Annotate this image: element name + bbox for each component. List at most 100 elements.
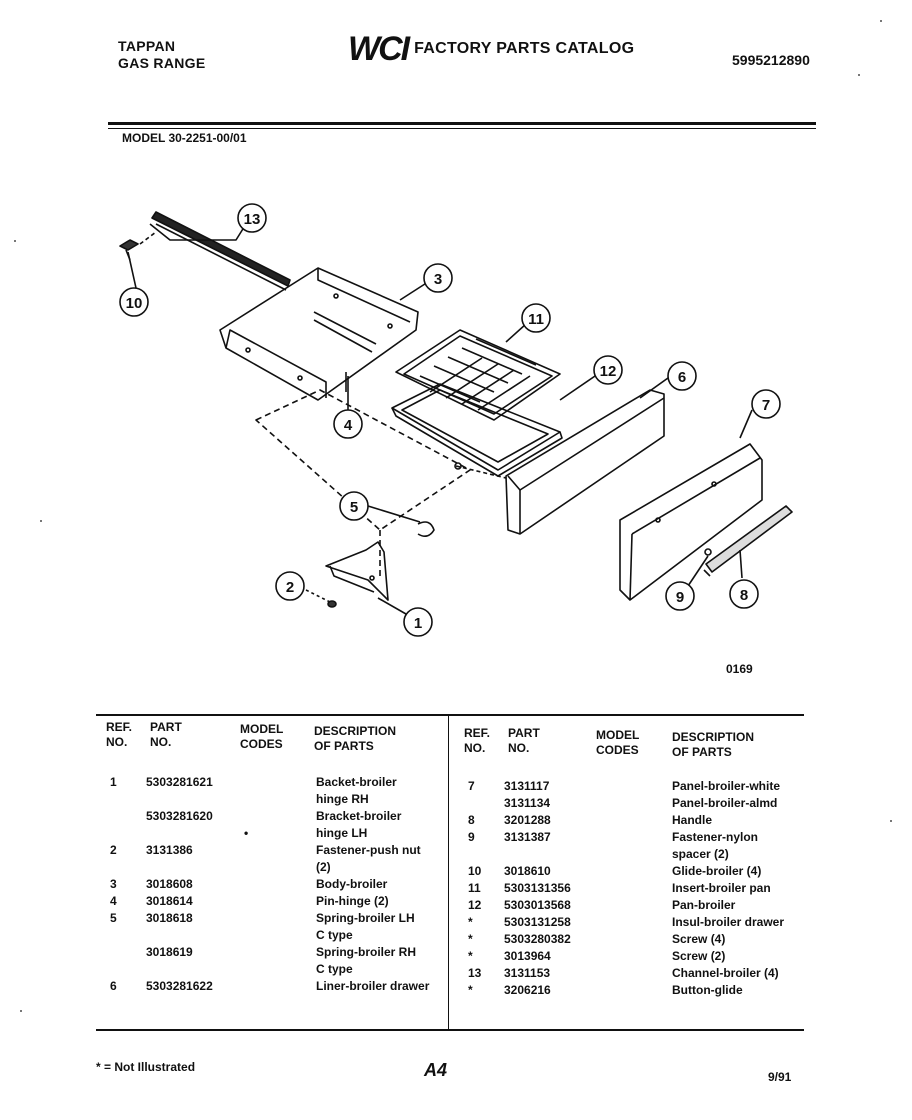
callout-8: 8: [729, 579, 759, 609]
brand-block: TAPPAN GAS RANGE: [118, 38, 206, 72]
part-cell: 5303013568: [504, 898, 571, 912]
header-model-l1: MODEL: [240, 722, 284, 736]
header-desc-l2: OF PARTS: [314, 739, 374, 753]
desc-cell: hinge LH: [316, 826, 368, 840]
header-rule-thin: [108, 128, 816, 129]
part-10-glide: [119, 231, 157, 261]
desc-cell: Button-glide: [672, 983, 743, 997]
table-divider: [448, 716, 449, 1029]
ref-cell: 13: [468, 966, 482, 980]
part-cell: 5303281621: [146, 775, 213, 789]
svg-text:9: 9: [676, 589, 684, 606]
brand-name: TAPPAN: [118, 38, 176, 54]
svg-text:4: 4: [344, 417, 353, 434]
catalog-title: FACTORY PARTS CATALOG: [414, 40, 635, 57]
desc-cell: Glide-broiler (4): [672, 864, 762, 878]
svg-text:8: 8: [740, 587, 748, 604]
svg-text:12: 12: [600, 363, 617, 380]
part-12-pan: [391, 383, 563, 477]
part-2-nut: [305, 589, 337, 608]
not-illustrated-note: * = Not Illustrated: [96, 1060, 196, 1074]
header-ref-right-l2: NO.: [464, 741, 486, 755]
part-13-channel: [151, 211, 291, 291]
scan-speck: [890, 820, 892, 822]
part-cell: 5303281622: [146, 979, 213, 993]
header-desc-right-l1: DESCRIPTION: [672, 730, 755, 744]
desc-cell: Spring-broiler LH: [316, 911, 415, 925]
callout-1: 1: [403, 607, 433, 637]
desc-cell: Insert-broiler pan: [672, 881, 771, 895]
part-cell: 3201288: [504, 813, 551, 827]
desc-cell: Bracket-broiler: [316, 809, 402, 823]
scan-speck: [20, 1010, 22, 1012]
part-cell: 3013964: [504, 949, 551, 963]
wci-logo: WCI: [348, 30, 410, 68]
callout-10: 10: [119, 287, 149, 317]
ref-cell: 12: [468, 898, 482, 912]
desc-cell: Fastener-nylon: [672, 830, 759, 844]
callout-13: 13: [237, 203, 267, 233]
ref-cell: 2: [110, 843, 117, 857]
header-model-l2: CODES: [240, 737, 283, 751]
callout-12: 12: [593, 355, 623, 385]
part-cell: 5303131258: [504, 915, 571, 929]
part-7-panel: [619, 443, 763, 601]
desc-cell: Backet-broiler: [316, 775, 397, 789]
document-number: 5995212890: [732, 52, 810, 68]
header-model-right: MODEL CODES: [596, 728, 639, 758]
part-cell: 5303280382: [504, 932, 571, 946]
part-cell: 5303131356: [504, 881, 571, 895]
part-8-handle: [703, 505, 793, 577]
desc-cell: spacer (2): [672, 847, 729, 861]
header-part-right: PART NO.: [508, 726, 540, 756]
revision-date: 9/91: [768, 1070, 792, 1084]
part-cell: 3018608: [146, 877, 193, 891]
header-part-l2: NO.: [150, 735, 172, 749]
desc-cell: Pin-hinge (2): [316, 894, 389, 908]
svg-text:10: 10: [126, 295, 143, 312]
catalog-heading: WCI FACTORY PARTS CATALOG: [348, 32, 634, 66]
header-ref: REF. NO.: [106, 720, 132, 750]
ref-cell: 8: [468, 813, 475, 827]
callout-7: 7: [751, 389, 781, 419]
part-9-spacer: [687, 548, 712, 587]
ref-cell: 5: [110, 911, 117, 925]
part-cell: 3131134: [504, 796, 551, 810]
desc-cell: Screw (2): [672, 949, 726, 963]
model-cell: •: [244, 826, 249, 840]
part-3-body: [219, 267, 419, 401]
svg-text:6: 6: [678, 369, 686, 386]
header-part: PART NO.: [150, 720, 182, 750]
desc-cell: Screw (4): [672, 932, 726, 946]
callout-2: 2: [275, 571, 305, 601]
part-1-bracket: [325, 541, 389, 601]
svg-text:13: 13: [244, 211, 261, 228]
svg-text:5: 5: [350, 499, 358, 516]
desc-cell: (2): [316, 860, 331, 874]
product-type: GAS RANGE: [118, 55, 206, 71]
scan-speck: [858, 74, 860, 76]
ref-cell: 1: [110, 775, 117, 789]
part-cell: 3018614: [146, 894, 193, 908]
part-cell: 5303281620: [146, 809, 213, 823]
scan-speck: [880, 20, 882, 22]
part-cell: 3018618: [146, 911, 193, 925]
callout-5: 5: [339, 491, 369, 521]
header-rule: [108, 122, 816, 125]
part-cell: 3131117: [504, 779, 550, 793]
header-model: MODEL CODES: [240, 722, 283, 752]
desc-cell: Body-broiler: [316, 877, 388, 891]
desc-cell: Liner-broiler drawer: [316, 979, 430, 993]
part-cell: 3131386: [146, 843, 193, 857]
model-number: MODEL 30-2251-00/01: [122, 131, 247, 145]
desc-cell: C type: [316, 928, 353, 942]
callout-4: 4: [333, 409, 363, 439]
header-ref-l1: REF.: [106, 720, 133, 734]
desc-cell: Panel-broiler-white: [672, 779, 781, 793]
page-number: A4: [424, 1060, 448, 1080]
header-model-right-l2: CODES: [596, 743, 639, 757]
ref-cell: *: [468, 983, 473, 997]
scan-speck: [40, 520, 42, 522]
figure-code: 0169: [726, 662, 753, 676]
header-model-right-l1: MODEL: [596, 728, 640, 742]
